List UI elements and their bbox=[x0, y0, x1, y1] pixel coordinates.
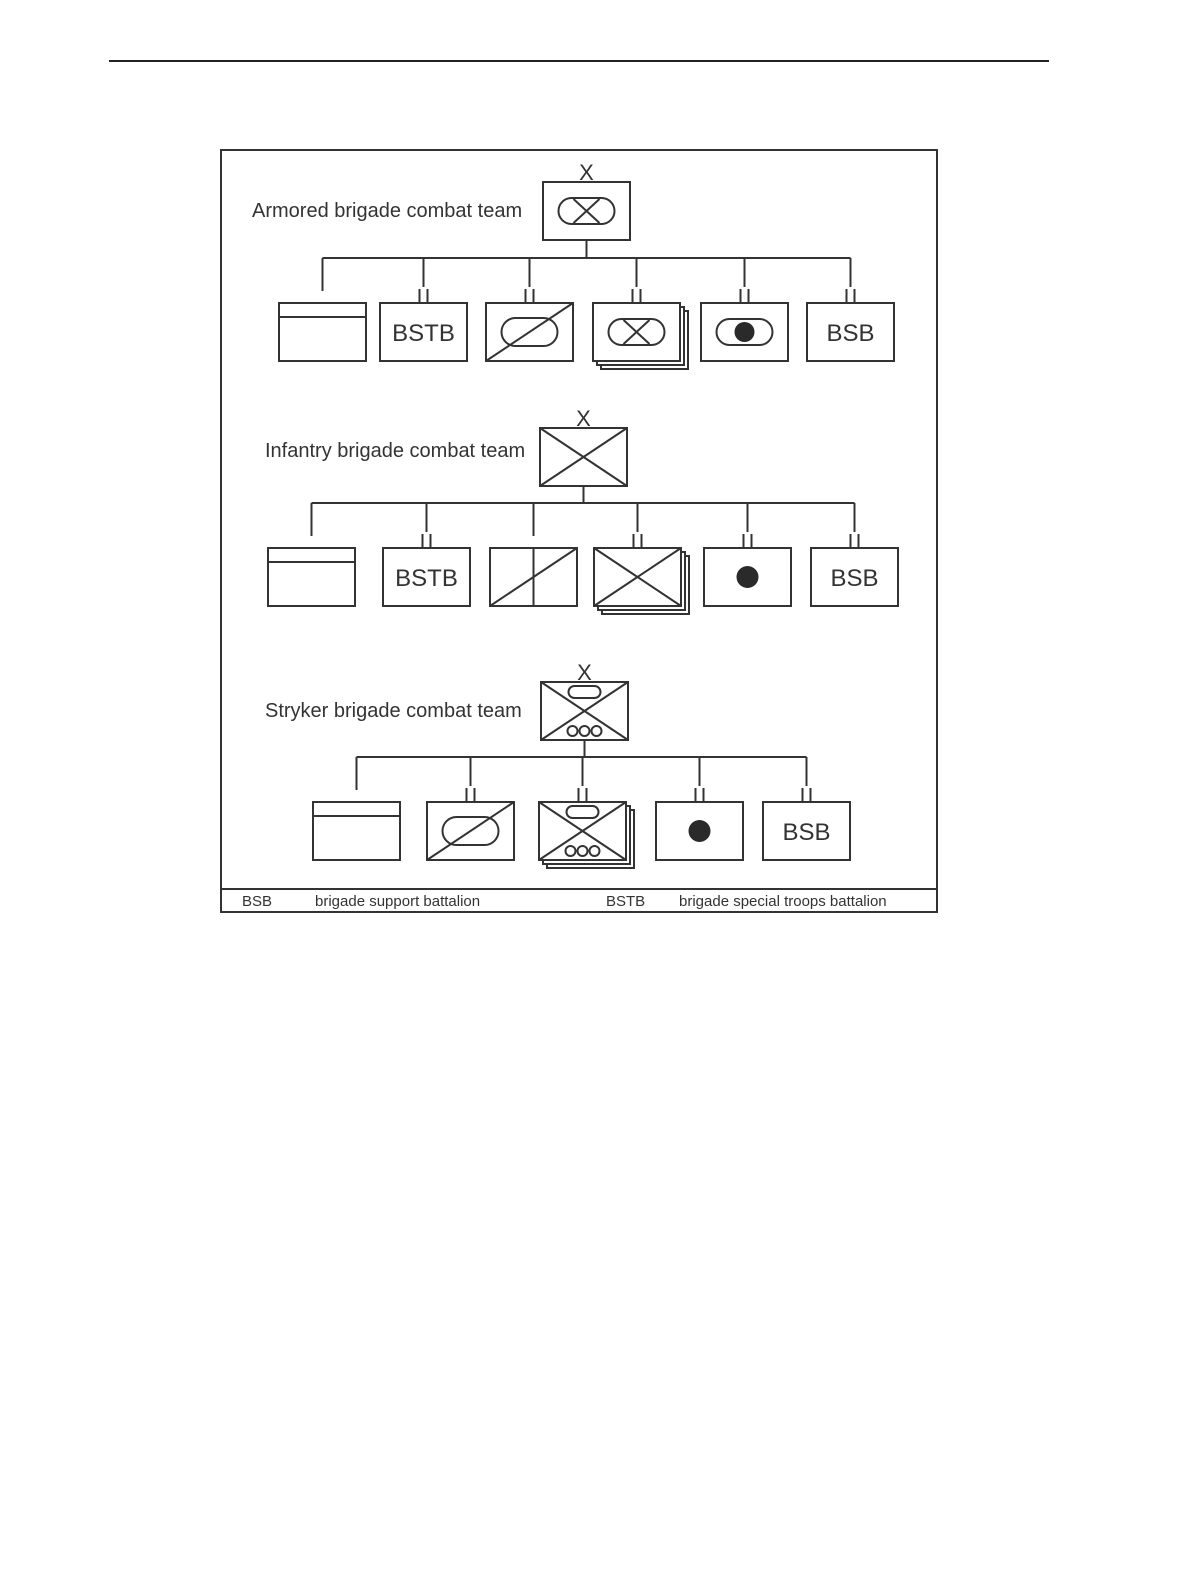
wheeled-oval-icon bbox=[567, 685, 602, 699]
unit-frame bbox=[806, 302, 895, 362]
armor-oval-icon bbox=[441, 816, 500, 846]
cavalry-slash bbox=[426, 801, 515, 861]
unit-headquarters bbox=[267, 503, 356, 607]
legend-meaning: brigade support battalion bbox=[315, 893, 480, 910]
unit-frame bbox=[278, 302, 367, 362]
unit-cavalry-split bbox=[489, 503, 578, 607]
wheel-icon bbox=[578, 725, 591, 737]
unit-label: BSTB bbox=[392, 320, 455, 347]
infantry-cross-line bbox=[622, 319, 651, 345]
legend-abbr: BSB bbox=[242, 893, 272, 910]
unit-text: BSB bbox=[762, 757, 851, 861]
unit-label: BSB bbox=[826, 320, 874, 347]
armor-oval-icon bbox=[557, 197, 616, 225]
infantry-cross-line bbox=[572, 198, 601, 224]
wheel-icon bbox=[590, 725, 603, 737]
armor-oval-icon bbox=[715, 318, 774, 346]
unit-self-propelled-artillery bbox=[700, 258, 789, 362]
brigade-group: Infantry brigade combat team X BSTB BSB bbox=[265, 406, 899, 615]
brigade-echelon-marker: X bbox=[577, 660, 592, 685]
figure-frame bbox=[220, 149, 938, 913]
brigade-echelon-marker: X bbox=[579, 160, 594, 185]
artillery-dot-icon bbox=[688, 820, 711, 842]
page-top-rule bbox=[109, 60, 1049, 62]
brigade-group: Armored brigade combat team X BSTB BSB bbox=[252, 160, 895, 370]
unit-headquarters bbox=[312, 757, 401, 861]
unit-frame bbox=[379, 302, 468, 362]
infantry-cross-line bbox=[539, 427, 628, 487]
artillery-dot-icon bbox=[736, 566, 759, 588]
armor-oval-icon bbox=[500, 317, 559, 347]
legend-abbr: BSTB bbox=[606, 893, 645, 910]
infantry-cross-line bbox=[593, 547, 682, 607]
unit-frame bbox=[312, 801, 401, 861]
unit-label: BSB bbox=[830, 565, 878, 592]
legend-meaning: brigade special troops battalion bbox=[679, 893, 887, 910]
infantry-cross-line bbox=[540, 681, 629, 741]
unit-label: BSB bbox=[782, 819, 830, 846]
wheeled-oval-icon bbox=[565, 805, 600, 819]
brigade-echelon-marker: X bbox=[576, 406, 591, 431]
unit-frame bbox=[267, 547, 356, 607]
unit-label: BSTB bbox=[395, 565, 458, 592]
unit-headquarters bbox=[278, 258, 367, 362]
unit-field-artillery bbox=[703, 503, 792, 607]
unit-armored-cavalry bbox=[485, 258, 574, 362]
brigade-title: Stryker brigade combat team bbox=[265, 700, 522, 722]
unit-text: BSTB bbox=[379, 258, 468, 362]
wheel-icon bbox=[576, 845, 589, 857]
cavalry-slash bbox=[485, 302, 574, 362]
artillery-dot-icon bbox=[734, 322, 755, 342]
unit-infantry-multiple bbox=[593, 503, 690, 615]
wheel-icon bbox=[588, 845, 601, 857]
armor-oval-icon bbox=[607, 318, 666, 346]
brigade-title: Infantry brigade combat team bbox=[265, 440, 525, 462]
unit-field-artillery bbox=[655, 757, 744, 861]
unit-stryker-multiple bbox=[538, 757, 635, 869]
wheel-icon bbox=[564, 845, 577, 857]
wheel-icon bbox=[566, 725, 579, 737]
unit-text: BSB bbox=[806, 258, 895, 362]
brigade-group: Stryker brigade combat team X BSB bbox=[265, 660, 851, 869]
infantry-cross-line bbox=[538, 801, 627, 861]
unit-frame bbox=[655, 801, 744, 861]
unit-armored-cavalry bbox=[426, 757, 515, 861]
unit-frame bbox=[810, 547, 899, 607]
unit-text: BSTB bbox=[382, 503, 471, 607]
unit-text: BSB bbox=[810, 503, 899, 607]
brigade-title: Armored brigade combat team bbox=[252, 200, 522, 222]
unit-frame bbox=[762, 801, 851, 861]
unit-armor-mech-multiple bbox=[592, 258, 689, 370]
unit-frame bbox=[382, 547, 471, 607]
legend: BSB brigade support battalion BSTB briga… bbox=[242, 893, 887, 910]
